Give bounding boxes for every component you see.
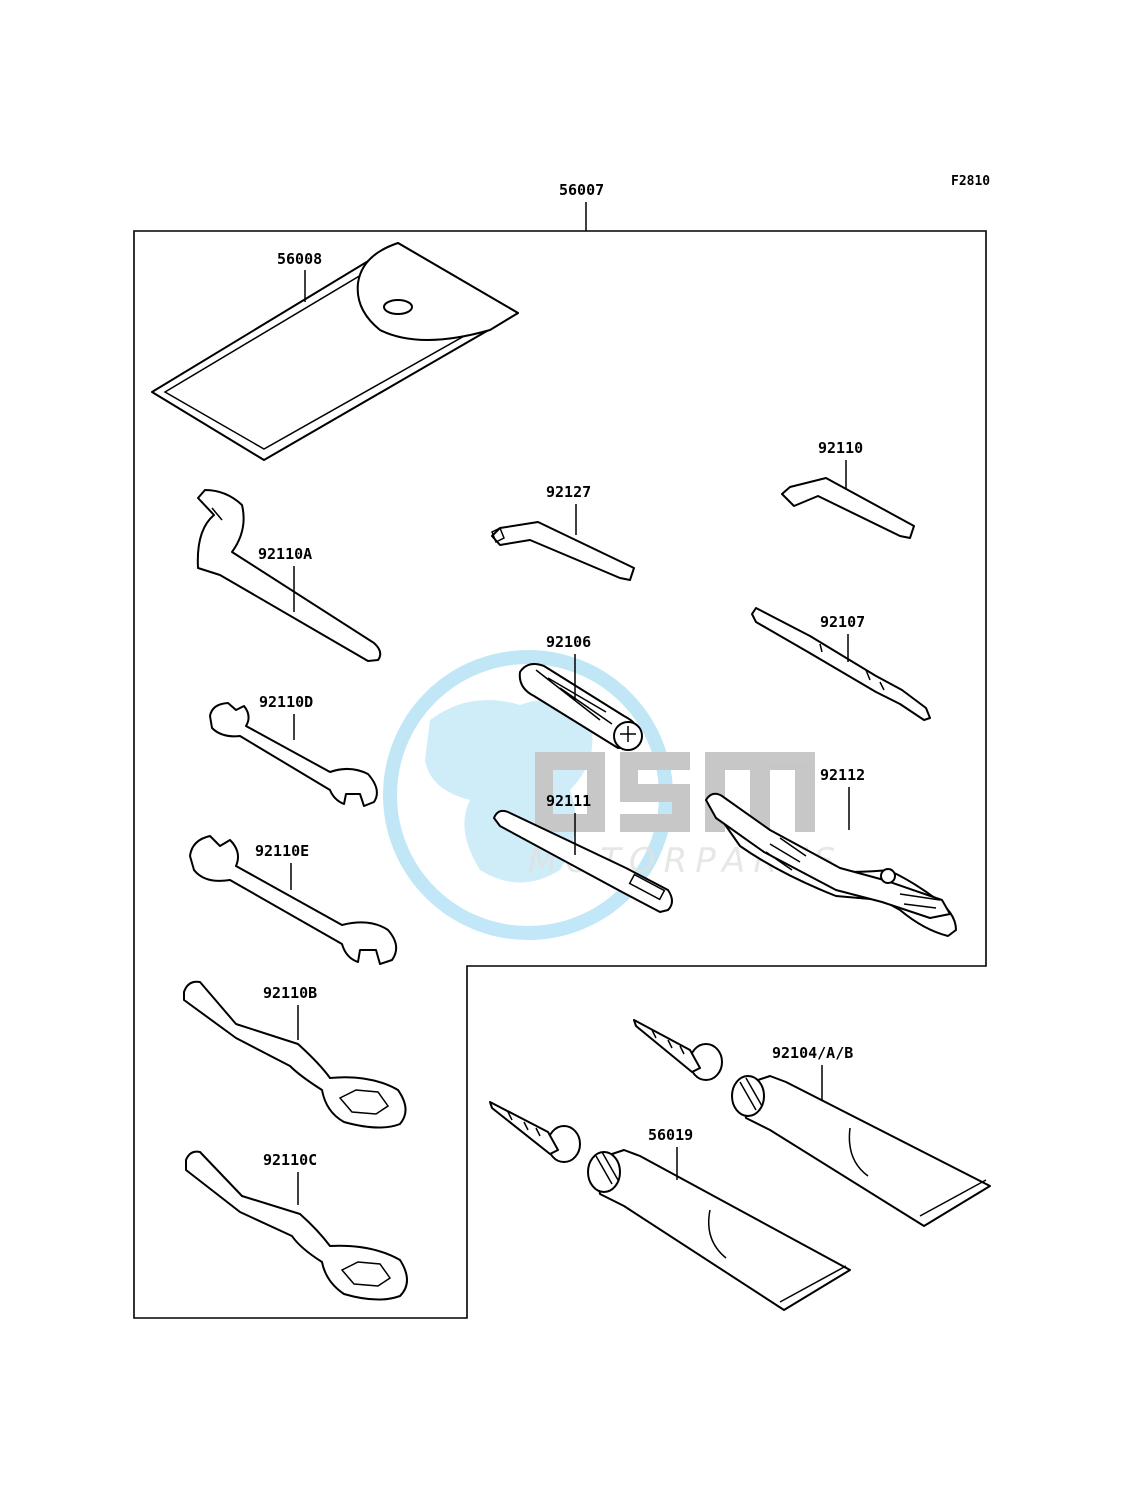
open-wrench-small-icon — [209, 702, 378, 807]
label-box-wrench-b: 92110B — [263, 984, 317, 1002]
extension-bar-icon — [493, 809, 673, 913]
label-hex-key-large: 92110 — [818, 439, 863, 457]
hex-key-large-icon — [781, 477, 915, 539]
label-hex-key-medium: 92127 — [546, 483, 591, 501]
pouch-icon — [151, 242, 519, 461]
label-hook-wrench: 92110A — [258, 545, 312, 563]
screwdriver-bit-icon — [751, 607, 931, 721]
label-kit: 56007 — [559, 181, 604, 199]
pliers-icon — [705, 792, 957, 937]
kit-frame — [133, 230, 987, 1319]
label-screwdriver-bit: 92107 — [820, 613, 865, 631]
watermark-logo-letters — [535, 752, 815, 832]
label-extension-bar: 92111 — [546, 792, 591, 810]
figure-code: F2810 — [951, 174, 990, 189]
label-pouch: 56008 — [277, 250, 322, 268]
label-open-wrench-large: 92110E — [255, 842, 309, 860]
hex-key-medium-icon — [491, 521, 635, 581]
socket-driver-icon — [518, 663, 643, 751]
watermark: MOTORPARTS — [383, 650, 835, 940]
box-wrench-b-icon — [183, 980, 407, 1129]
label-socket-driver: 92106 — [546, 633, 591, 651]
grease-tube-large-icon — [633, 1019, 991, 1227]
label-open-wrench-small: 92110D — [259, 693, 313, 711]
label-box-wrench-c: 92110C — [263, 1151, 317, 1169]
grease-tube-small-icon — [489, 1101, 851, 1311]
label-grease-tube-large: 92104/A/B — [772, 1044, 853, 1062]
box-wrench-c-icon — [185, 1150, 408, 1301]
label-grease-tube-small: 56019 — [648, 1126, 693, 1144]
hook-wrench-icon — [196, 489, 382, 662]
open-wrench-large-icon — [189, 835, 398, 965]
label-pliers: 92112 — [820, 766, 865, 784]
